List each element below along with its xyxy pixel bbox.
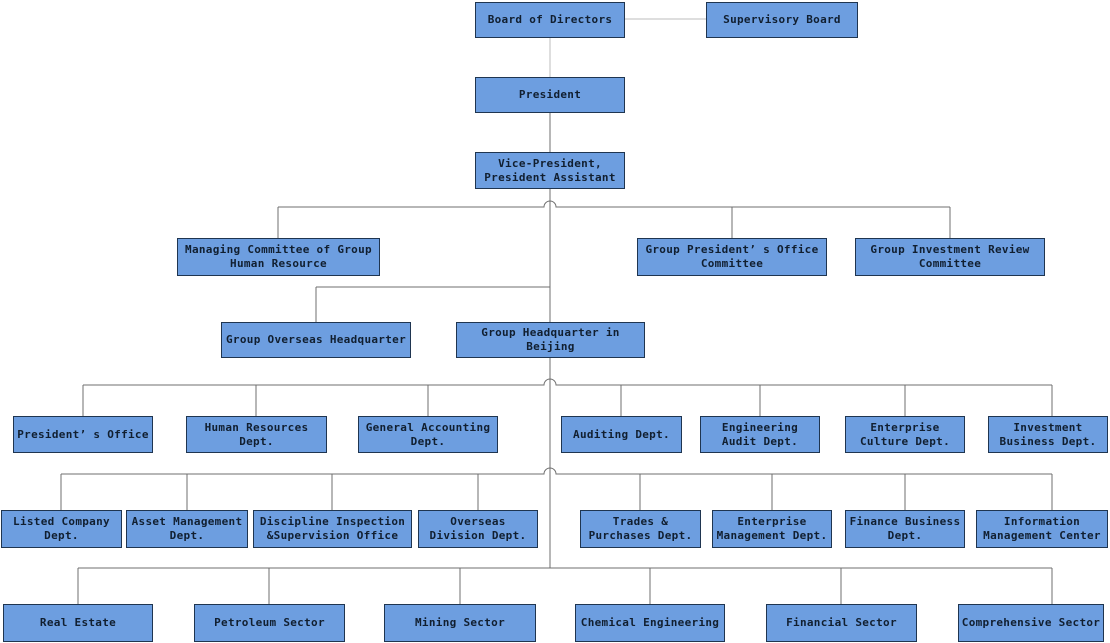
node-general-accounting-dept: General Accounting Dept. — [358, 416, 498, 453]
node-information-management-center: Information Management Center — [976, 510, 1108, 548]
connector-committee-rail — [278, 200, 950, 208]
node-auditing-dept: Auditing Dept. — [561, 416, 682, 453]
node-board-of-directors: Board of Directors — [475, 2, 625, 38]
node-investment-business-dept: Investment Business Dept. — [988, 416, 1108, 453]
node-trades-purchases-dept: Trades & Purchases Dept. — [580, 510, 701, 548]
connector-row2-rail — [61, 467, 1052, 475]
node-finance-business-dept: Finance Business Dept. — [845, 510, 965, 548]
node-group-headquarter-beijing: Group Headquarter in Beijing — [456, 322, 645, 358]
node-comprehensive-sector: Comprehensive Sector — [958, 604, 1104, 642]
node-supervisory-board: Supervisory Board — [706, 2, 858, 38]
node-group-investment-review-committee: Group Investment Review Committee — [855, 238, 1045, 276]
node-discipline-inspection-office: Discipline Inspection &Supervision Offic… — [253, 510, 412, 548]
node-overseas-division-dept: Overseas Division Dept. — [418, 510, 538, 548]
node-petroleum-sector: Petroleum Sector — [194, 604, 345, 642]
node-managing-committee-group-hr: Managing Committee of Group Human Resour… — [177, 238, 380, 276]
node-enterprise-culture-dept: Enterprise Culture Dept. — [845, 416, 965, 453]
node-vice-president: Vice-President, President Assistant — [475, 152, 625, 189]
node-group-presidents-office-committee: Group President’ s Office Committee — [637, 238, 827, 276]
connector-row1-rail — [83, 378, 1052, 386]
node-president: President — [475, 77, 625, 113]
node-listed-company-dept: Listed Company Dept. — [1, 510, 122, 548]
node-real-estate: Real Estate — [3, 604, 153, 642]
node-financial-sector: Financial Sector — [766, 604, 917, 642]
node-chemical-engineering: Chemical Engineering — [575, 604, 725, 642]
node-enterprise-management-dept: Enterprise Management Dept. — [712, 510, 832, 548]
node-mining-sector: Mining Sector — [384, 604, 536, 642]
node-engineering-audit-dept: Engineering Audit Dept. — [700, 416, 820, 453]
node-human-resources-dept: Human Resources Dept. — [186, 416, 327, 453]
node-presidents-office: President’ s Office — [13, 416, 153, 453]
node-group-overseas-headquarter: Group Overseas Headquarter — [221, 322, 411, 358]
node-asset-management-dept: Asset Management Dept. — [126, 510, 248, 548]
